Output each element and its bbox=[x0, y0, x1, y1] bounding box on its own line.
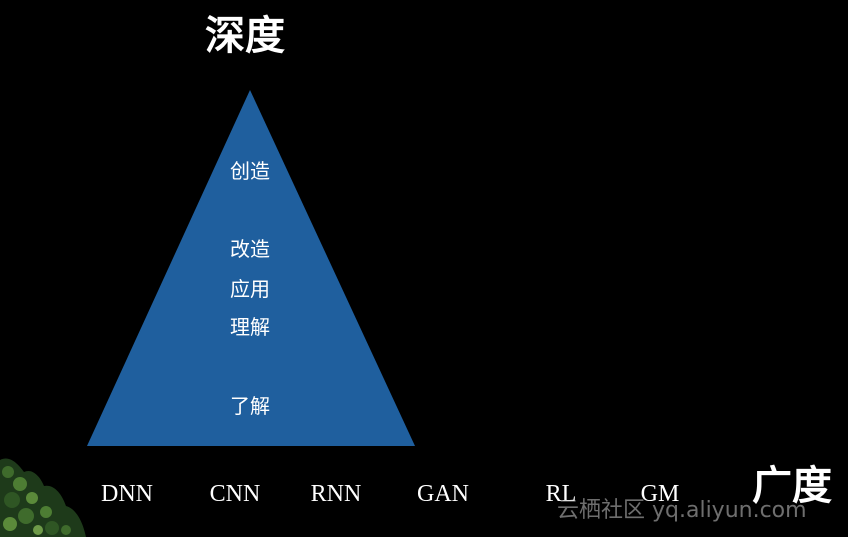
pyramid-triangle bbox=[87, 90, 415, 446]
level-create: 创造 bbox=[230, 159, 270, 183]
watermark: 云栖社区 yq.aliyun.com bbox=[557, 498, 807, 523]
model-rl: RL bbox=[545, 481, 577, 507]
depth-axis-label: 深度 bbox=[205, 13, 285, 59]
model-rnn: RNN bbox=[310, 481, 362, 507]
breadth-axis-label: 广度 bbox=[752, 463, 832, 509]
level-apply: 应用 bbox=[230, 277, 270, 301]
foliage-decoration bbox=[0, 458, 86, 537]
model-cnn: CNN bbox=[209, 481, 261, 507]
level-understand: 理解 bbox=[230, 315, 270, 339]
level-transform: 改造 bbox=[230, 237, 270, 261]
level-know: 了解 bbox=[230, 394, 270, 418]
model-dnn: DNN bbox=[101, 481, 153, 507]
model-gm: GM bbox=[640, 481, 680, 507]
model-gan: GAN bbox=[417, 481, 469, 507]
